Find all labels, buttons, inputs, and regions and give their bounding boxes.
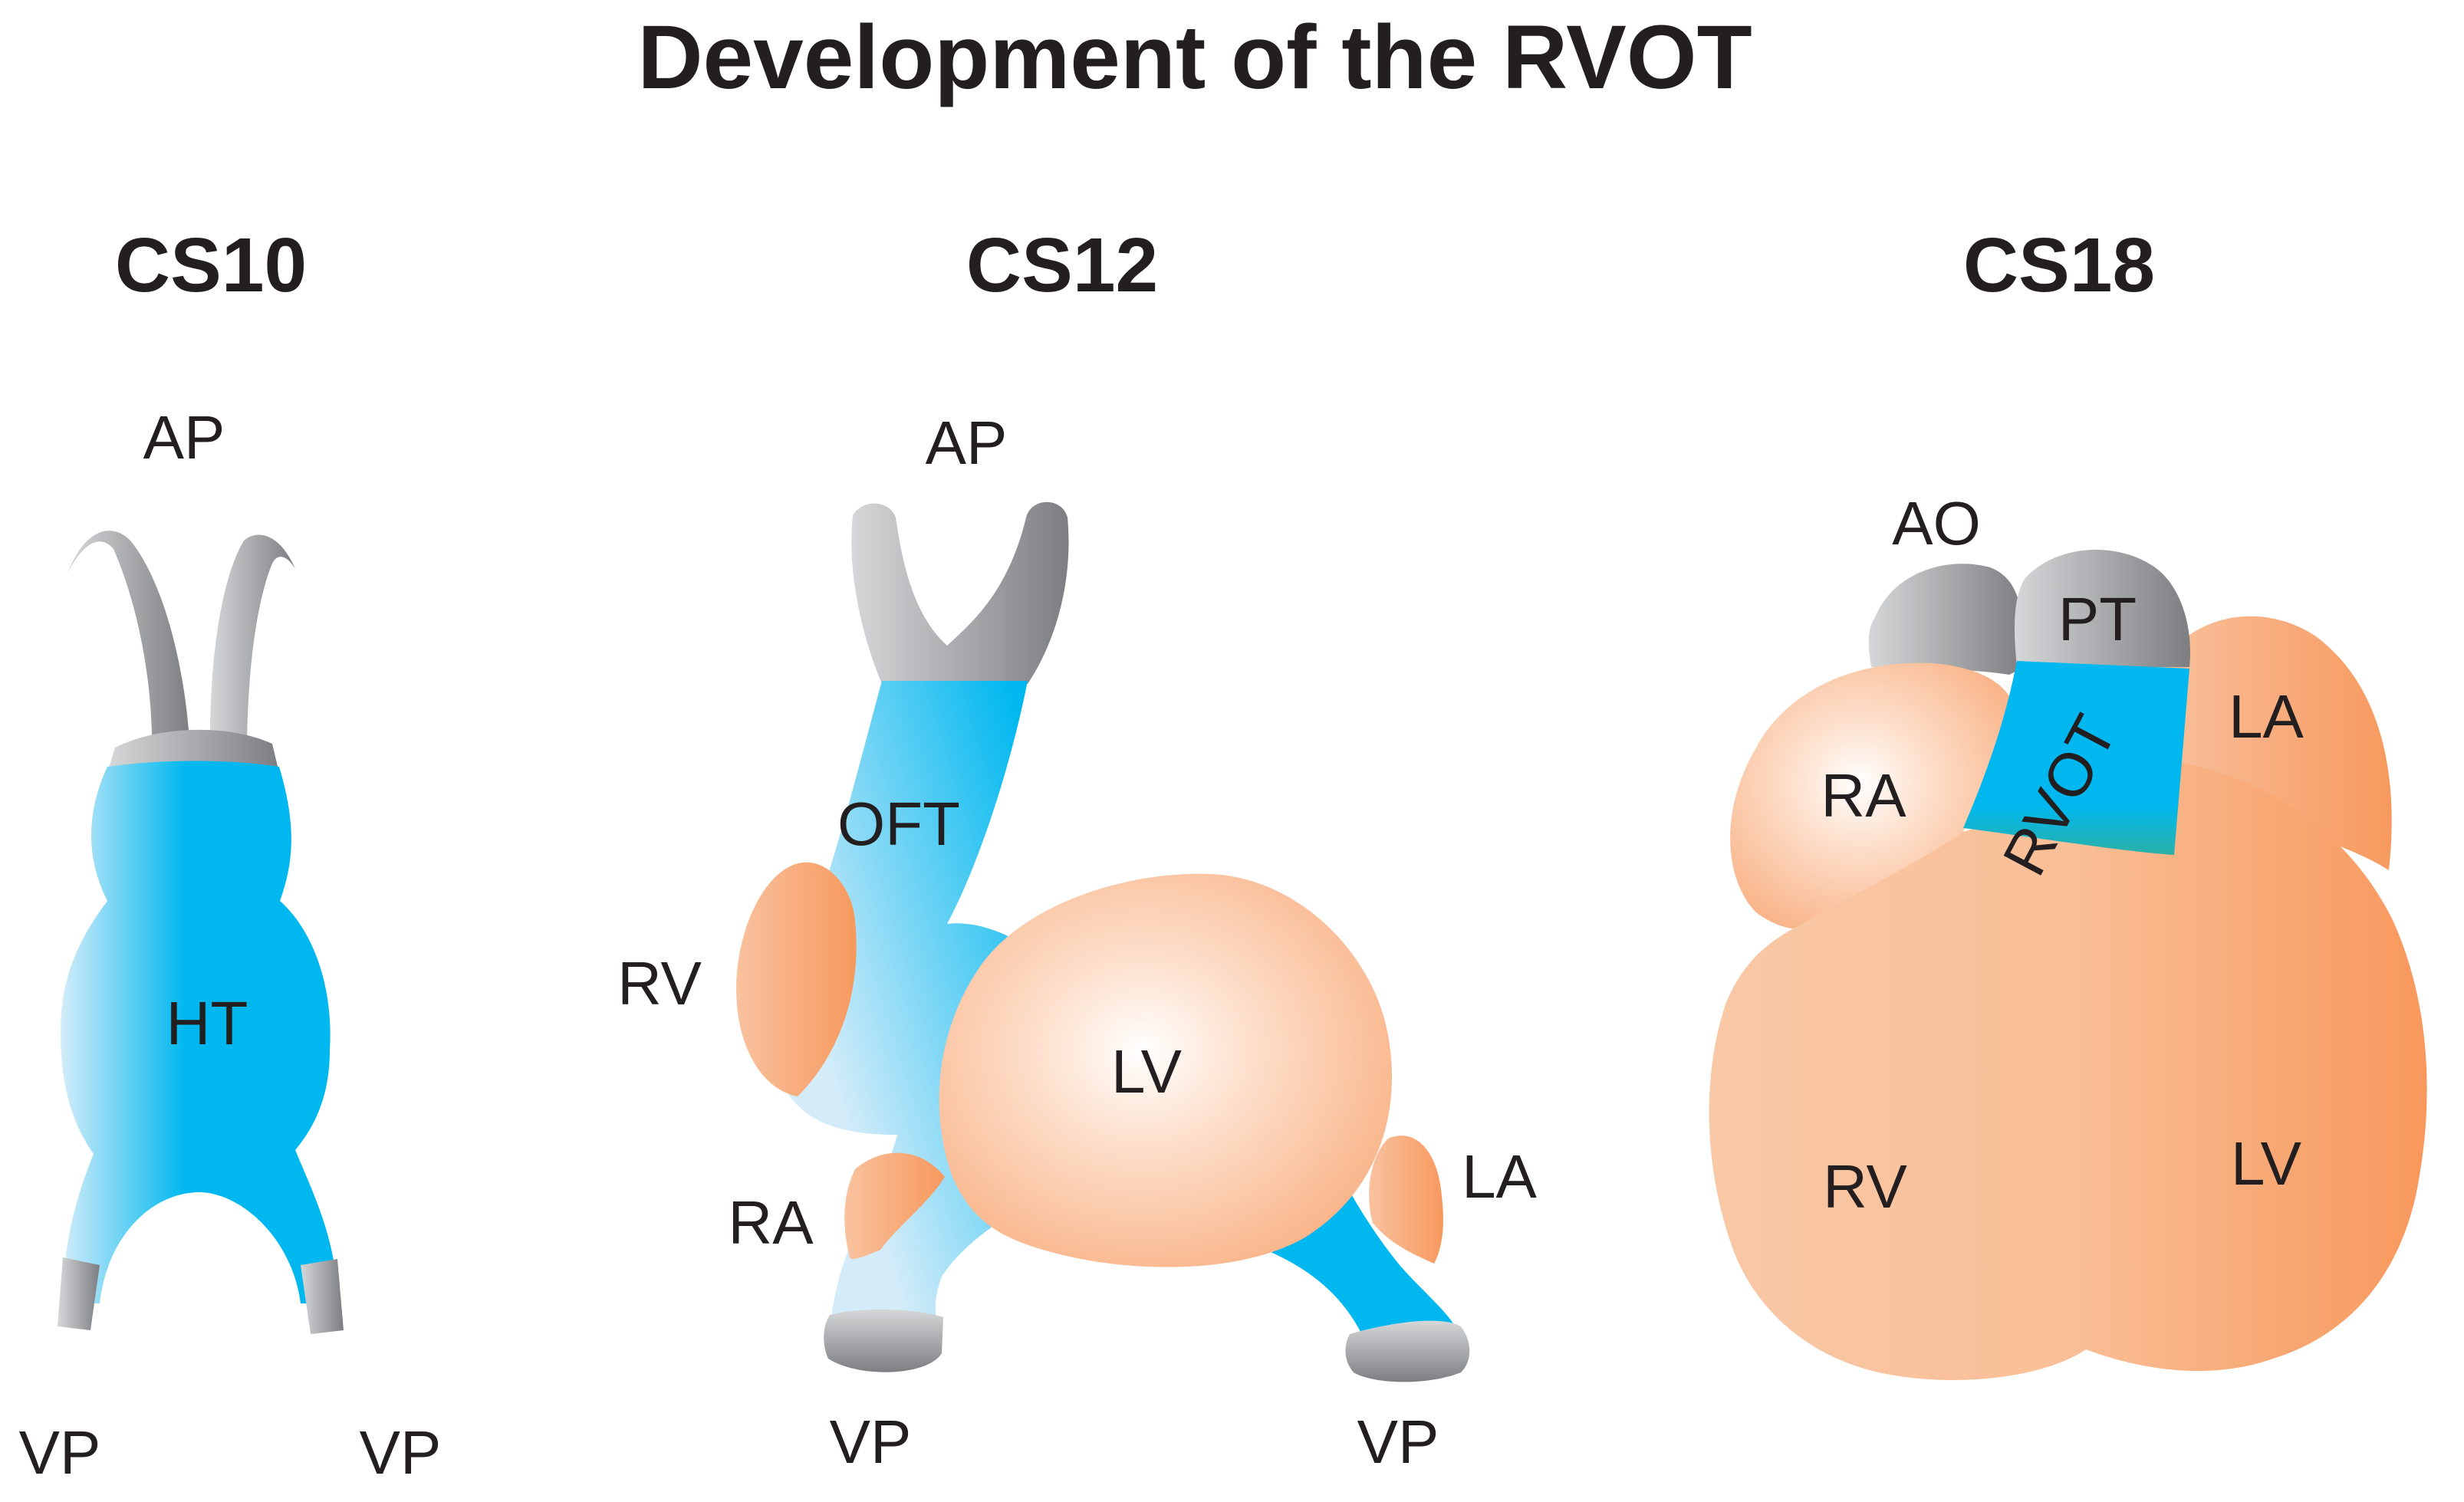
stage-label-cs12: CS12 [966,222,1158,308]
cs18-pulmonary-trunk [2015,550,2190,667]
cs12-label-ra: RA [728,1188,814,1257]
cs18-label-lv: LV [2231,1129,2302,1198]
panel-cs12: CS12 AP OFT RV LV RA LA VP VP [617,222,1537,1476]
cs12-label-ap: AP [926,409,1008,477]
cs12-aortic-pole [851,501,1069,684]
cs18-rvot [1963,661,2189,855]
panel-cs10: CS10 AP HT VP VP [19,222,442,1487]
cs12-label-vp-right: VP [1357,1408,1439,1476]
cs10-venous-pole-left [58,1257,100,1330]
cs12-lv-chamber [939,873,1393,1267]
cs18-aorta [1868,564,2025,675]
cs12-label-oft: OFT [837,790,960,858]
cs10-aortic-pole-left-arm [67,531,190,755]
figure-title: Development of the RVOT [637,7,1752,108]
cs18-label-ra: RA [1821,761,1906,830]
cs10-label-vp-right: VP [360,1418,442,1487]
cs10-label-vp-left: VP [19,1418,101,1487]
panel-cs18: CS18 AO PT RA LA RVOT RV LV [1709,222,2427,1380]
cs10-venous-pole-right [301,1259,344,1334]
stage-label-cs18: CS18 [1963,222,2155,308]
cs18-label-la: LA [2229,682,2304,751]
cs18-ra-chamber [1730,662,2017,929]
cs12-venous-pole-left [824,1309,943,1372]
cs10-aortic-pole-right-arm [209,534,295,755]
cs10-label-ap: AP [143,403,225,472]
cs18-label-rv: RV [1823,1152,1907,1221]
cs18-ventricular-body [1709,759,2427,1380]
cs12-ra-chamber [844,1152,945,1259]
cs18-label-ao: AO [1892,489,1981,557]
cs10-label-ht: HT [166,989,248,1057]
cs10-heart-tube [61,761,338,1303]
cs12-label-la: LA [1462,1142,1537,1211]
stage-label-cs10: CS10 [115,222,307,308]
cs12-label-vp-left: VP [830,1408,912,1476]
cs10-aortic-pole-base [107,729,279,773]
cs12-label-lv: LV [1111,1037,1183,1106]
cs12-la-chamber [1369,1136,1443,1264]
cs12-rv-chamber [736,862,857,1096]
cs12-venous-pole-right [1345,1320,1470,1382]
cs12-label-rv: RV [617,949,702,1017]
cs18-label-pt: PT [2058,585,2137,653]
